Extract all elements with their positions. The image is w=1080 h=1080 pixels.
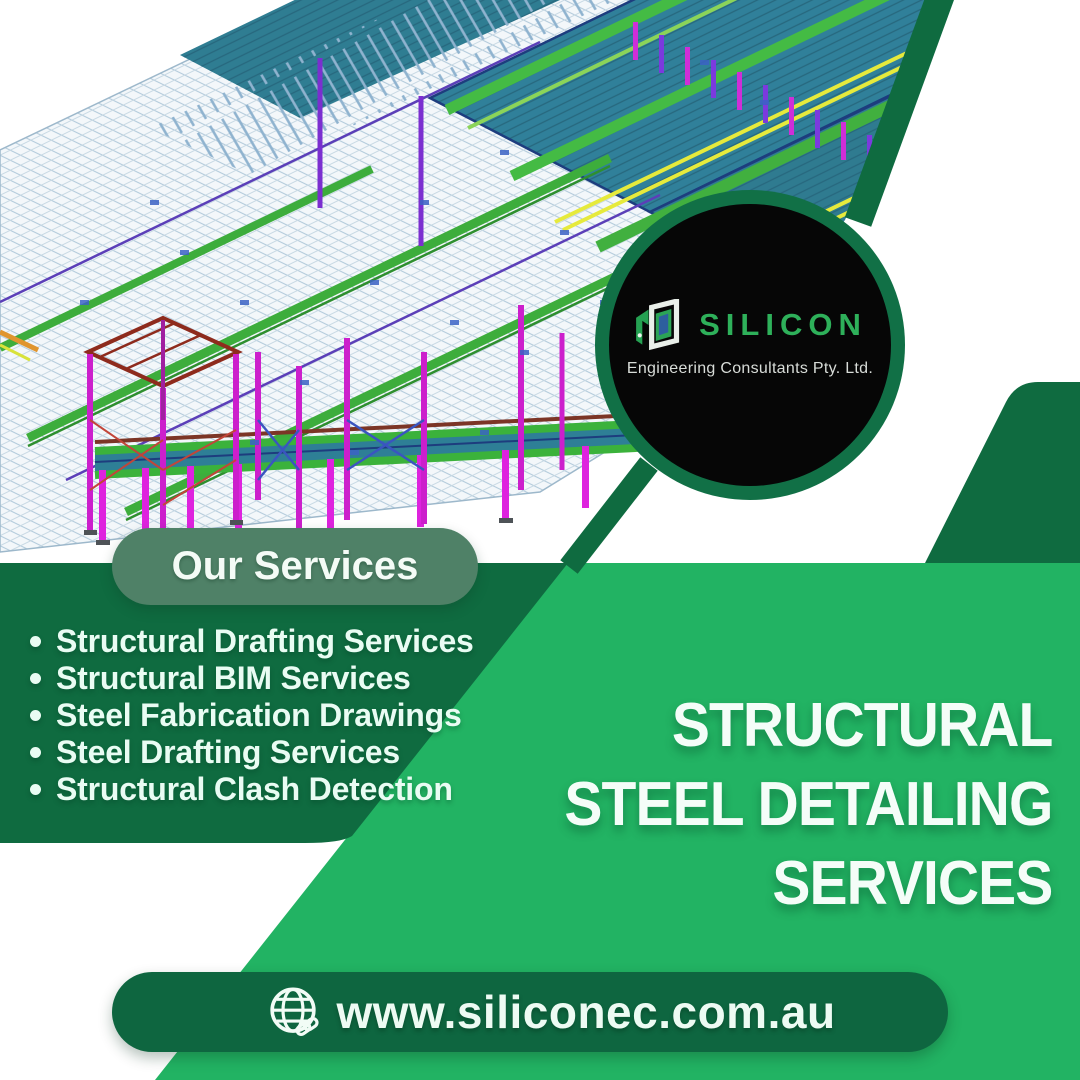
- our-services-title: Our Services: [171, 544, 419, 588]
- bullet-dot: [30, 673, 41, 684]
- cad-model-screenshot: [0, 0, 936, 556]
- red-frame-structure: [83, 315, 243, 551]
- bullet-dot: [30, 784, 41, 795]
- service-item-label: Structural BIM Services: [56, 660, 411, 696]
- column-cluster: [255, 58, 565, 556]
- building-icon: [636, 298, 680, 350]
- heading-line: STEEL DETAILING: [564, 770, 1053, 839]
- dark-green-corner-shape: [925, 382, 1080, 563]
- service-item: Steel Fabrication Drawings: [30, 697, 474, 734]
- bright-green-panel: [155, 563, 1080, 1080]
- logo-content: SILICON Engineering Consultants Pty. Ltd…: [609, 204, 891, 486]
- service-item: Structural Drafting Services: [30, 623, 474, 660]
- website-url[interactable]: www.siliconec.com.au: [336, 986, 836, 1038]
- diagonal-stripe-top: [844, 0, 954, 227]
- service-item-label: Steel Drafting Services: [56, 734, 400, 770]
- service-item: Structural Clash Detection: [30, 771, 474, 808]
- main-heading: STRUCTURAL STEEL DETAILING SERVICES: [564, 686, 1053, 923]
- heading-line: SERVICES: [771, 849, 1053, 918]
- logo-badge: [595, 190, 905, 500]
- our-services-pill: Our Services: [112, 528, 478, 605]
- heading-line: STRUCTURAL: [671, 691, 1052, 760]
- globe-icon: [270, 987, 320, 1036]
- service-item-label: Structural Drafting Services: [56, 623, 474, 659]
- diagonal-stripe-bottom: [560, 457, 658, 574]
- service-item-label: Structural Clash Detection: [56, 771, 453, 807]
- dark-green-services-band: [0, 563, 568, 843]
- bullet-dot: [30, 747, 41, 758]
- service-item: Structural BIM Services: [30, 660, 474, 697]
- services-list: Structural Drafting Services Structural …: [30, 623, 474, 808]
- service-item: Steel Drafting Services: [30, 734, 474, 771]
- logo-disc: [609, 204, 891, 486]
- left-edge-accents: [0, 329, 40, 362]
- joist-comb: [150, 0, 800, 175]
- logo-subtitle: Engineering Consultants Pty. Ltd.: [626, 359, 874, 377]
- website-pill[interactable]: www.siliconec.com.au: [112, 972, 948, 1052]
- service-item-label: Steel Fabrication Drawings: [56, 697, 462, 733]
- logo-name: SILICON: [699, 306, 867, 342]
- bullet-dot: [30, 710, 41, 721]
- bullet-dot: [30, 636, 41, 647]
